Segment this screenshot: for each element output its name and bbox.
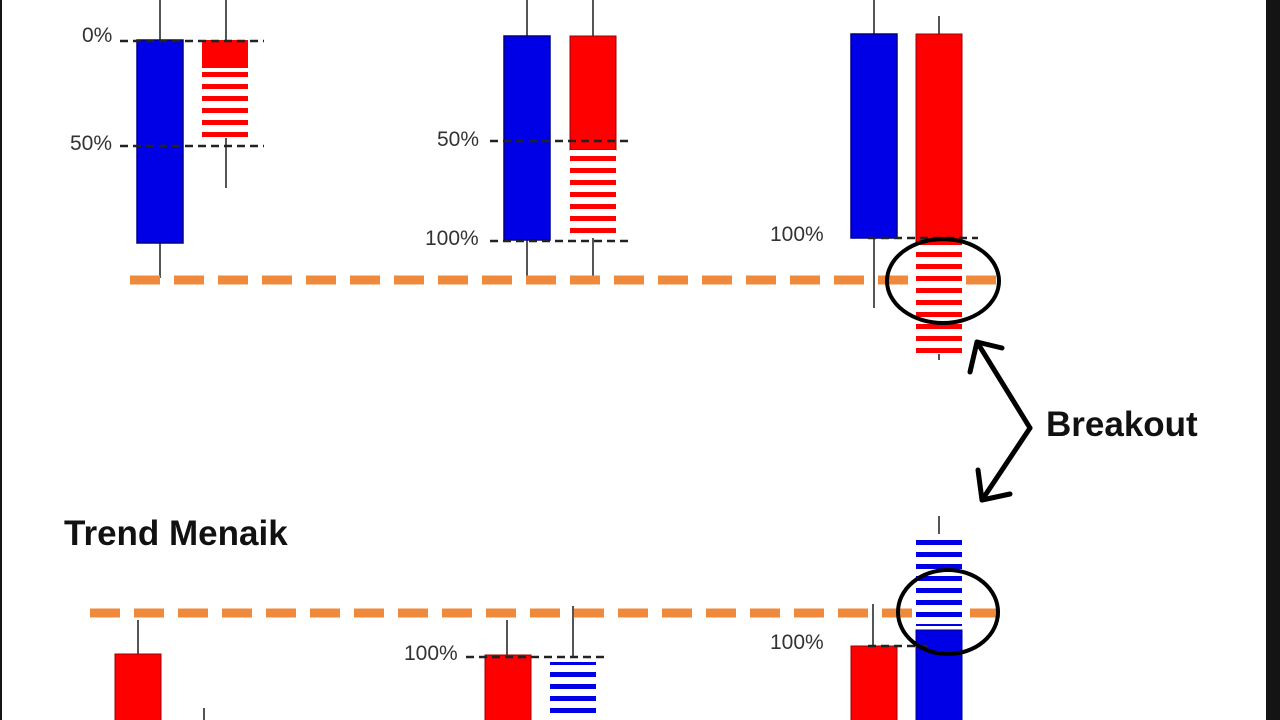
label-100pct-bottom-group2: 100%: [404, 642, 458, 665]
bottom-group2-blue-candle-striped: [550, 662, 596, 720]
label-50pct-group2: 50%: [437, 128, 479, 151]
breakout-circle-bottom: [896, 568, 1000, 656]
bottom-group3-blue-candle-solid: [915, 629, 963, 720]
trend-label: Trend Menaik: [64, 514, 288, 553]
bottom-group2-candles: 100%: [404, 606, 608, 720]
group1-candles: 0% 50%: [70, 0, 264, 278]
group1-blue-candle: [136, 39, 184, 244]
bottom-group3-red-candle: [850, 645, 898, 720]
arrow-down-head: [975, 467, 1013, 503]
group2-blue-candle: [503, 35, 551, 241]
bottom-group3-blue-candle-striped: [916, 534, 962, 626]
label-100pct-group2: 100%: [425, 227, 479, 250]
arrow-up-head: [967, 339, 1005, 375]
group2-candles: 50% 100%: [425, 0, 632, 278]
group2-red-candle-striped: [570, 150, 616, 238]
arrow-down-shaft: [979, 425, 1033, 503]
group3-blue-candle: [850, 33, 898, 239]
group3-red-candle-striped: [916, 242, 962, 354]
arrow-up-shaft: [974, 339, 1033, 431]
group2-red-candle-solid: [569, 35, 617, 151]
breakout-label: Breakout: [1046, 405, 1198, 444]
label-0pct: 0%: [82, 24, 112, 47]
group1-red-candle-striped: [202, 68, 248, 138]
group1-red-candle-solid: [202, 40, 248, 68]
label-50pct-group1: 50%: [70, 132, 112, 155]
group3-candles: 100%: [770, 0, 1001, 360]
bottom-group3-candles: 100%: [770, 516, 1000, 720]
bottom-group1-candles: [114, 620, 205, 720]
label-100pct-group3: 100%: [770, 223, 824, 246]
breakout-arrows: [967, 339, 1033, 503]
label-100pct-bottom-group3: 100%: [770, 631, 824, 654]
bottom-group1-red-candle: [114, 653, 162, 720]
bottom-group2-red-candle: [484, 654, 532, 720]
breakout-circle-top: [885, 237, 1001, 325]
group3-red-candle-solid: [915, 33, 963, 243]
